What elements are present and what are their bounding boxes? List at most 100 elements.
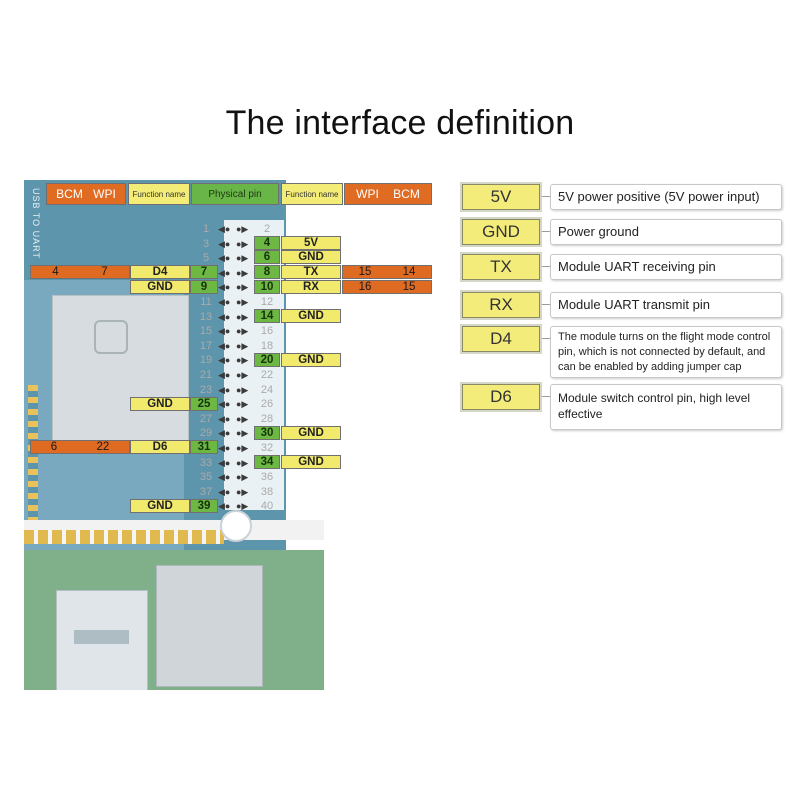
legend-connector [542,196,550,197]
header-physical-pin: Physical pin [191,183,279,205]
left-gnd25-pin: 25 [190,397,218,411]
legend-desc-tx: Module UART receiving pin [550,254,782,280]
left-d4-bcm: 4 [52,266,59,278]
legend-badge-tx: TX [462,254,540,280]
header-right-wpi: WPI [356,187,379,201]
pin-arrow-icon: ◀● [218,384,231,395]
right-tx-wpi: 15 [358,266,372,278]
pin-arrow-icon: ◀● [218,267,231,278]
right-tx-name: TX [281,265,341,279]
left-d6-name: D6 [130,440,190,454]
side-pins [28,385,38,535]
left-d6-pin: 31 [190,440,218,454]
pin-arrow-icon: ◀● [218,413,231,424]
pin-arrow-icon: ◀● [218,238,231,249]
left-d4-name: D4 [130,265,190,279]
pin-arrow-icon: ◀● [218,399,231,410]
pin-number-odd: 19 [199,354,213,367]
pin-arrow-icon: ◀● [218,224,231,234]
pin-arrow-icon: ●▶ [236,355,249,366]
pin-arrow-icon: ●▶ [236,399,249,410]
left-d6-wpi: 22 [96,441,110,453]
pin-number-odd: 29 [199,427,213,440]
right-tx-pin: 8 [254,265,280,279]
pin-arrow-icon: ◀● [218,297,231,307]
pin-number-odd: 27 [199,412,213,425]
header-right-wpi-bcm: WPI BCM [344,183,432,205]
pin-arrow-icon: ◀● [218,370,231,380]
pin-number-odd: 15 [199,325,213,338]
right-5v-pin: 4 [254,236,280,250]
pin-number-even: 36 [260,471,274,484]
sim-module [52,295,189,442]
pin-number-even: 38 [260,485,274,498]
pin-number-odd: 21 [199,369,213,381]
right-gnd30-pin: 30 [254,426,280,440]
header-right-bcm: BCM [393,187,420,201]
pin-arrow-icon: ◀● [218,326,231,337]
pin-number-even: 26 [260,398,274,411]
pin-arrow-icon: ●▶ [236,370,249,380]
left-gnd9-pin: 9 [190,280,218,294]
bottom-header-strip [24,530,224,544]
legend-connector [542,266,550,267]
pin-number-odd: 23 [199,383,213,396]
pin-number-odd: 5 [202,252,210,265]
right-rx-pin: 10 [254,280,280,294]
right-gnd30-name: GND [281,426,341,440]
header-left-bcm: BCM [56,187,83,201]
pin-arrow-icon: ◀● [218,486,231,497]
right-rx-wpi: 16 [358,281,372,293]
right-rx-wpi-bcm: 16 15 [342,280,432,294]
pin-arrow-icon: ◀● [218,355,231,366]
usb-slot [74,630,129,644]
pin-number-even: 22 [260,369,274,381]
pin-arrow-icon: ◀● [218,340,231,351]
left-d4-bcm-wpi: 4 7 [30,265,130,279]
left-gnd39-name: GND [130,499,190,513]
header-left-function: Function name [128,183,190,205]
left-d6-bcm-wpi: 6 22 [30,440,130,454]
pin-arrow-icon: ●▶ [236,238,249,249]
pin-number-odd: 1 [202,223,210,235]
header-left-bcm-wpi: BCM WPI [46,183,126,205]
legend-connector [542,304,550,305]
pin-arrow-icon: ●▶ [236,282,249,293]
module-logo [94,320,128,354]
pin-arrow-icon: ●▶ [236,311,249,322]
pin-number-even: 28 [260,412,274,425]
pin-number-odd: 11 [200,296,212,308]
pin-arrow-icon: ●▶ [236,486,249,497]
legend-connector [542,338,550,339]
left-gnd39-pin: 39 [190,499,218,513]
legend-desc-5v: 5V power positive (5V power input) [550,184,782,210]
mount-hole [220,510,252,542]
legend-desc-rx: Module UART transmit pin [550,292,782,318]
pin-arrow-icon: ●▶ [236,428,249,439]
left-d4-pin: 7 [190,265,218,279]
pin-arrow-icon: ◀● [218,428,231,439]
pin-arrow-icon: ◀● [218,311,231,322]
pin-number-even: 12 [260,296,274,308]
legend-badge-5v: 5V [462,184,540,210]
usb-uart-label: USB TO UART [31,188,41,260]
pin-arrow-icon: ●▶ [236,413,249,424]
pin-number-odd: 13 [199,310,213,323]
right-gnd20-name: GND [281,353,341,367]
pin-arrow-icon: ◀● [218,457,231,468]
pin-number-even: 2 [263,223,271,235]
header-left-wpi: WPI [93,187,116,201]
legend-desc-d4: The module turns on the flight mode cont… [550,326,782,378]
pin-arrow-icon: ◀● [218,253,231,264]
pin-number-odd: 17 [199,339,213,352]
pin-number-odd: 33 [199,456,213,469]
legend-badge-gnd: GND [462,219,540,245]
left-gnd25-name: GND [130,397,190,411]
pin-arrow-icon: ●▶ [236,297,249,307]
right-tx-wpi-bcm: 15 14 [342,265,432,279]
legend-badge-d6: D6 [462,384,540,410]
pin-arrow-icon: ●▶ [236,326,249,337]
pin-arrow-icon: ●▶ [236,472,249,483]
legend-connector [542,231,550,232]
page-title: The interface definition [225,104,575,142]
